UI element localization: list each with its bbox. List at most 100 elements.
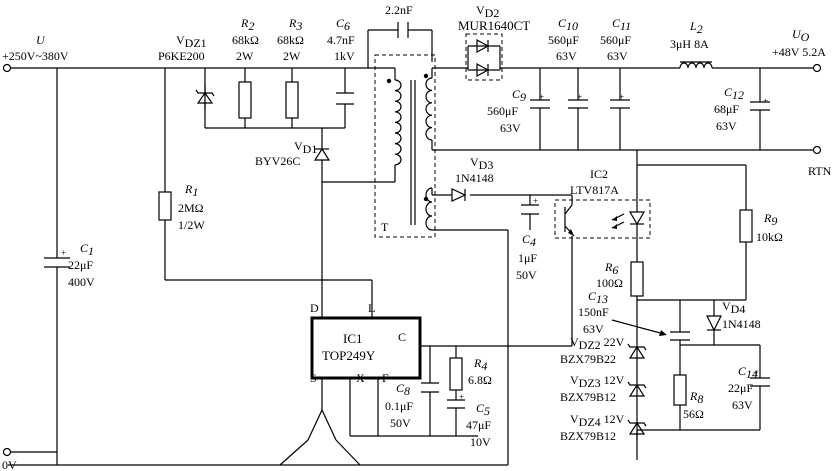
r4-ref: R4 — [473, 356, 487, 373]
vd1-diode — [313, 140, 331, 161]
vdz3-part: BZX79B12 — [560, 390, 616, 404]
l2-ref: L2 — [689, 19, 703, 36]
r9-ref: R9 — [763, 211, 777, 228]
terminals — [2, 63, 822, 457]
vd1-ref: VD1 — [294, 139, 317, 156]
input-name: U — [36, 33, 46, 47]
r3-value: 68kΩ — [277, 33, 304, 47]
c4-value: 1μF — [518, 251, 537, 265]
c13-value: 150nF — [578, 305, 609, 319]
c14-ref: C14 — [738, 364, 758, 381]
c12-value: 68μF — [714, 102, 739, 116]
c4-ref: C4 — [522, 232, 536, 249]
c4-capacitor — [521, 204, 539, 215]
vd3-diode — [451, 188, 467, 202]
c1-plus: + — [61, 248, 66, 258]
c10-value: 560μF — [548, 33, 579, 47]
r6-ref: R6 — [604, 260, 618, 277]
c-2.2nf-value: 2.2nF — [385, 3, 413, 17]
vd2-dual-diode — [465, 33, 503, 81]
r8-ref: R8 — [689, 389, 703, 406]
c9-voltage: 63V — [500, 121, 521, 135]
r9-value: 10kΩ — [756, 230, 783, 244]
r9-resistor — [739, 209, 753, 243]
ic1-chip — [310, 316, 422, 380]
r2-value: 68kΩ — [232, 33, 259, 47]
l2-value: 3μH 8A — [670, 37, 709, 51]
c1-ref: C1 — [80, 241, 94, 258]
c13-ref: C13 — [588, 289, 608, 306]
vd4-ref: VD4 — [722, 299, 745, 316]
vdz1-tvs-diode — [195, 85, 215, 110]
c9-plus: + — [539, 92, 544, 102]
vdz1-ref: VDZ1 — [176, 33, 207, 50]
vd3-ref: VD3 — [470, 155, 493, 172]
c10-capacitor — [568, 99, 588, 109]
c6-voltage: 1kV — [334, 49, 355, 63]
c6-capacitor — [336, 92, 354, 105]
vd4-diode — [706, 315, 722, 332]
ic1-pin-d: D — [310, 301, 319, 315]
c11-capacitor — [610, 99, 630, 109]
r3-resistor — [285, 81, 299, 119]
r3-power: 2W — [283, 49, 301, 63]
c11-voltage: 63V — [607, 49, 628, 63]
ground-label: 0V — [2, 458, 17, 471]
c6-ref: C6 — [336, 16, 350, 33]
r4-value: 6.8Ω — [468, 373, 492, 387]
ic2-value: LTV817A — [570, 183, 619, 197]
rtn-label: RTN — [808, 164, 832, 178]
c5-ref: C5 — [476, 401, 490, 418]
c8-value: 0.1μF — [385, 399, 413, 413]
vd4-value: 1N4148 — [722, 317, 761, 331]
r6-value: 100Ω — [596, 276, 623, 290]
c13-voltage: 63V — [583, 322, 604, 336]
c14-plus: + — [753, 368, 758, 378]
c14-voltage: 63V — [732, 398, 753, 412]
c12-ref: C12 — [724, 85, 744, 102]
wires — [8, 29, 815, 466]
vdz4-zener-diode — [627, 419, 647, 435]
input-range: +250V~380V — [2, 49, 69, 63]
vdz2-zener-diode — [627, 343, 647, 359]
c9-value: 560μF — [487, 104, 518, 118]
r3-ref: R3 — [288, 16, 302, 33]
ic1-pin-x: X — [356, 371, 365, 385]
ic1-pin-s: S — [310, 371, 317, 385]
output-spec: +48V 5.2A — [772, 45, 826, 59]
ic1-pin-f: F — [382, 371, 389, 385]
c6-value: 4.7nF — [327, 33, 355, 47]
vd2-ref: VD2 — [476, 3, 499, 20]
ic1-pin-l: L — [368, 301, 375, 315]
c5-voltage: 10V — [470, 435, 491, 449]
vdz4-part: BZX79B12 — [560, 429, 616, 443]
l2-inductor — [679, 62, 713, 69]
c11-value: 560μF — [600, 33, 631, 47]
r1-power: 1/2W — [178, 218, 205, 232]
transformer-t — [374, 54, 436, 238]
c10-ref: C10 — [558, 16, 578, 33]
vd3-value: 1N4148 — [455, 171, 494, 185]
c1-capacitor — [44, 248, 70, 276]
c10-voltage: 63V — [556, 49, 577, 63]
c12-voltage: 63V — [716, 119, 737, 133]
r4-resistor — [449, 357, 463, 391]
r1-value: 2MΩ — [178, 201, 204, 215]
vdz3-zener-diode — [627, 381, 647, 397]
ic1-pin-c: C — [398, 330, 406, 344]
r8-resistor — [673, 374, 687, 406]
c8-ref: C8 — [396, 381, 410, 398]
output-name: UO — [792, 27, 810, 44]
r8-value: 56Ω — [683, 407, 704, 421]
labels: U +250V~380V 0V UO +48V 5.2A RTN VDZ1 P6… — [2, 3, 832, 471]
c1-voltage: 400V — [68, 275, 95, 289]
c13-capacitor — [611, 319, 690, 341]
ic1-value: TOP249Y — [322, 348, 376, 363]
ic1-ref: IC1 — [343, 331, 363, 346]
c8-capacitor — [421, 382, 439, 393]
r2-power: 2W — [236, 49, 254, 63]
c4-voltage: 50V — [516, 268, 537, 282]
